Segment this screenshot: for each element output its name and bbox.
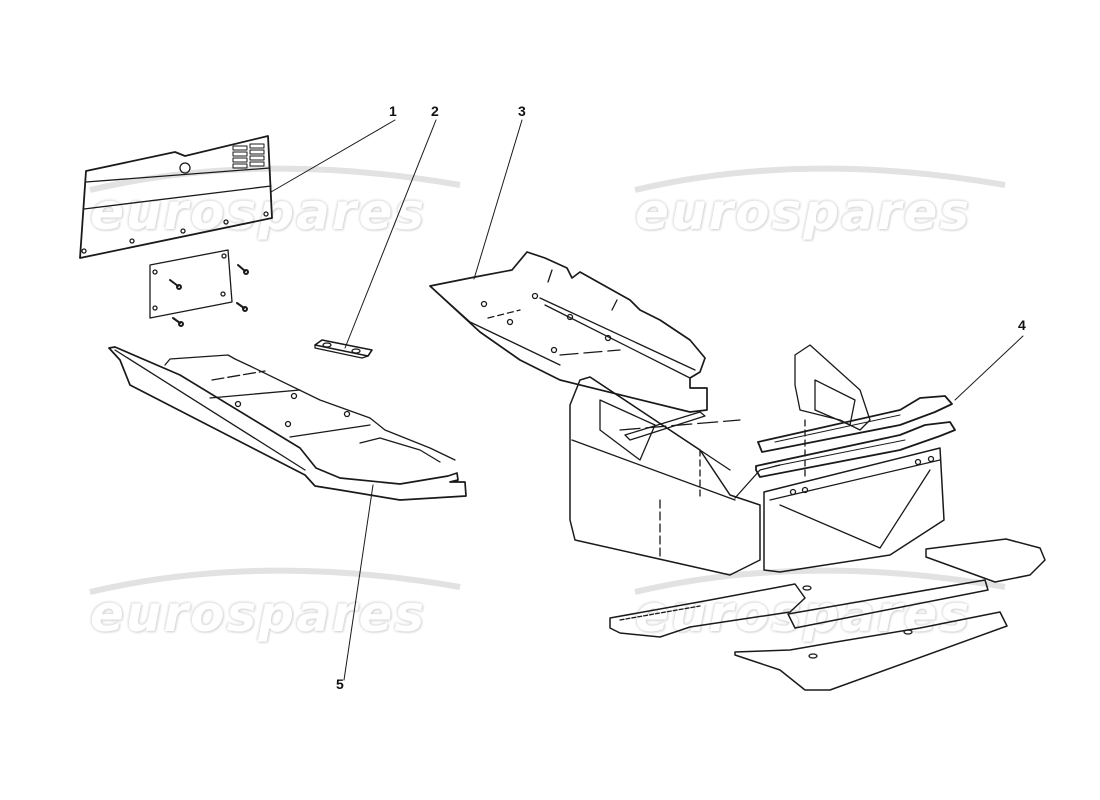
part-4-cross-members[interactable] xyxy=(755,395,956,478)
part-5-floor-tray[interactable] xyxy=(108,346,467,501)
callout-5: 5 xyxy=(336,676,344,692)
part-3-front-floor[interactable] xyxy=(429,251,708,413)
lower-floor-panels[interactable] xyxy=(609,538,1046,691)
callout-4: 4 xyxy=(1018,317,1026,333)
central-tub[interactable] xyxy=(569,344,945,576)
screw-icons xyxy=(169,264,249,327)
leader-lines xyxy=(270,119,1024,681)
part-1-rear-panel[interactable] xyxy=(79,135,273,259)
callout-3: 3 xyxy=(518,103,526,119)
part-2-bracket[interactable] xyxy=(314,339,373,359)
part-1-cover-plate[interactable] xyxy=(149,249,233,319)
callout-1: 1 xyxy=(389,103,397,119)
callout-2: 2 xyxy=(431,103,439,119)
